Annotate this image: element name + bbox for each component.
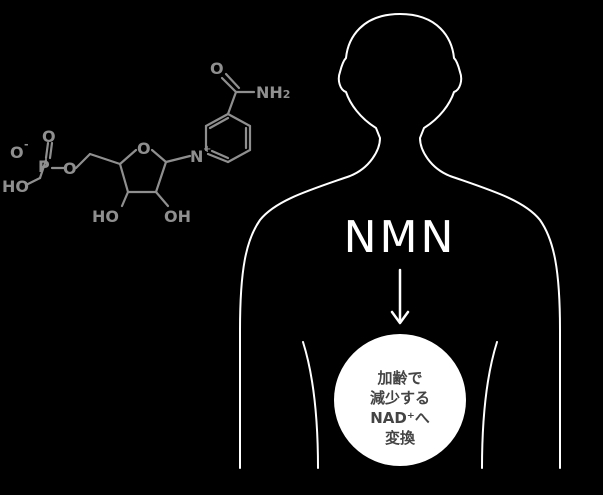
atom-nh2: NH2 [256,83,290,102]
conversion-circle [334,334,466,466]
left-arm-inner-outline [302,341,319,469]
atom-o-link: O [63,159,77,178]
atom-oh-bottom-right: OH [164,207,191,226]
nmn-label: NMN [344,212,457,263]
human-silhouette [239,13,561,469]
circle-line-3: NAD⁺へ [370,409,430,427]
atom-o-ring: O [137,139,151,158]
atom-ho-bottom-left: HO [92,207,119,226]
atom-nh2-main: NH [256,83,283,102]
circle-line-4: 変換 [385,429,416,447]
atom-plus-sign: + [203,144,211,155]
atom-o-minus: O [10,143,24,162]
down-arrow-icon [390,268,410,325]
atom-nh2-subscript: 2 [283,88,291,101]
atom-n-plus: N [190,147,203,166]
atom-ho-left: HO [2,177,29,196]
molecule-bonds [26,72,256,208]
circle-line-1: 加齢で [376,369,422,387]
circle-text-group: 加齢で 減少する NAD⁺へ 変換 [370,369,430,447]
head-neck-torso-outline [239,13,561,469]
right-arm-inner-outline [481,341,498,469]
nmn-molecule-structure: O - O P HO O O N + O NH2 HO OH [2,59,290,226]
atom-o-top: O [42,127,56,146]
circle-line-2: 減少する [370,389,430,407]
atom-p: P [38,157,50,176]
atom-minus-sign: - [24,138,29,151]
atom-o-amide: O [210,59,224,78]
